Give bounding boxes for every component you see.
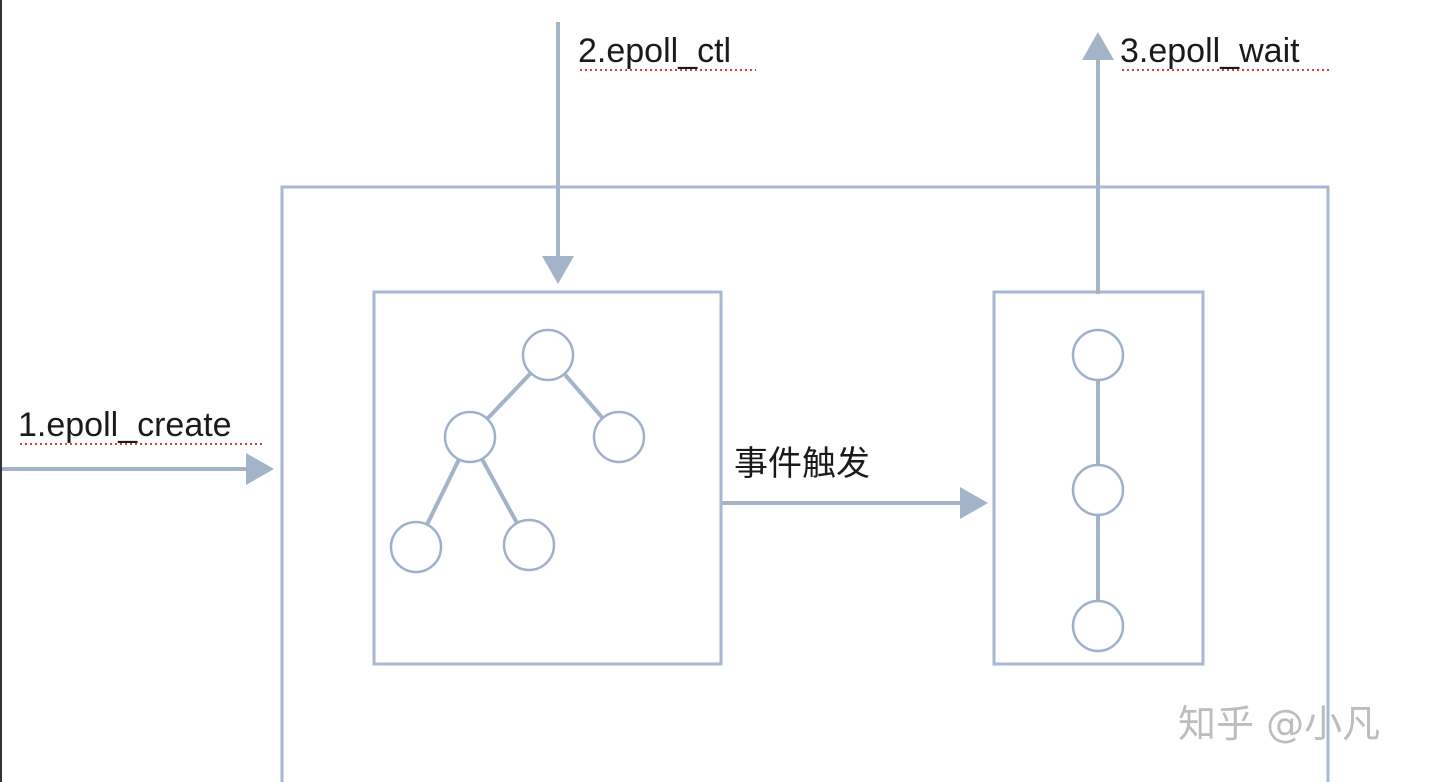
tree-node bbox=[502, 518, 556, 572]
event-trigger-label: 事件触发 bbox=[734, 444, 870, 484]
epoll-create-label: 1.epoll_create bbox=[18, 406, 232, 444]
list-node bbox=[1071, 463, 1125, 517]
tree-nodes bbox=[389, 328, 646, 574]
list-node bbox=[1071, 328, 1125, 382]
tree-node bbox=[443, 410, 497, 464]
epoll-ctl-label: 2.epoll_ctl bbox=[578, 32, 731, 70]
red-black-tree-box bbox=[372, 290, 723, 666]
watermark: 知乎 @小凡 bbox=[1178, 702, 1380, 746]
tree-edges bbox=[414, 353, 621, 548]
epoll-wait-label: 3.epoll_wait bbox=[1120, 32, 1300, 70]
epoll-instance-box bbox=[280, 185, 1330, 782]
tree-node bbox=[521, 328, 575, 382]
list-nodes bbox=[1071, 328, 1125, 653]
list-node bbox=[1071, 599, 1125, 653]
tree-node bbox=[389, 520, 443, 574]
tree-node bbox=[592, 410, 646, 464]
